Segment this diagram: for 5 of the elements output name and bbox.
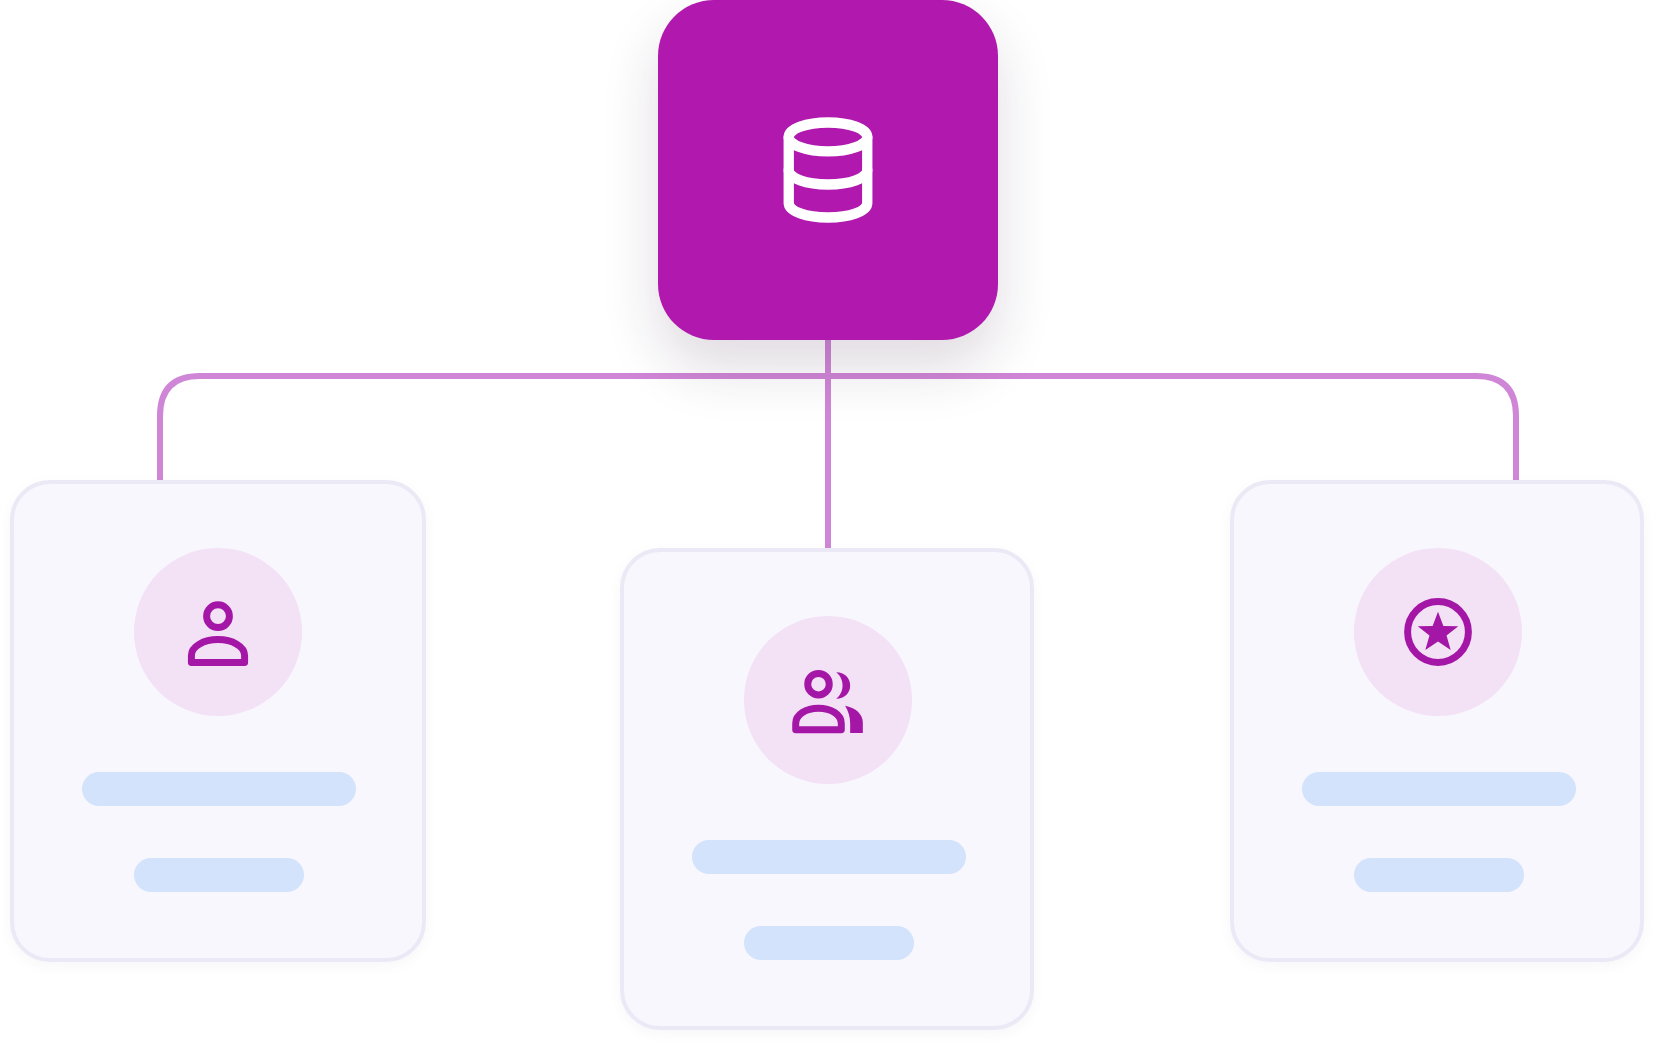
database-tile bbox=[658, 0, 998, 340]
profile-card bbox=[10, 480, 426, 962]
connector-line bbox=[825, 340, 1519, 480]
profile-card bbox=[1230, 480, 1644, 962]
profile-card bbox=[620, 548, 1034, 1030]
